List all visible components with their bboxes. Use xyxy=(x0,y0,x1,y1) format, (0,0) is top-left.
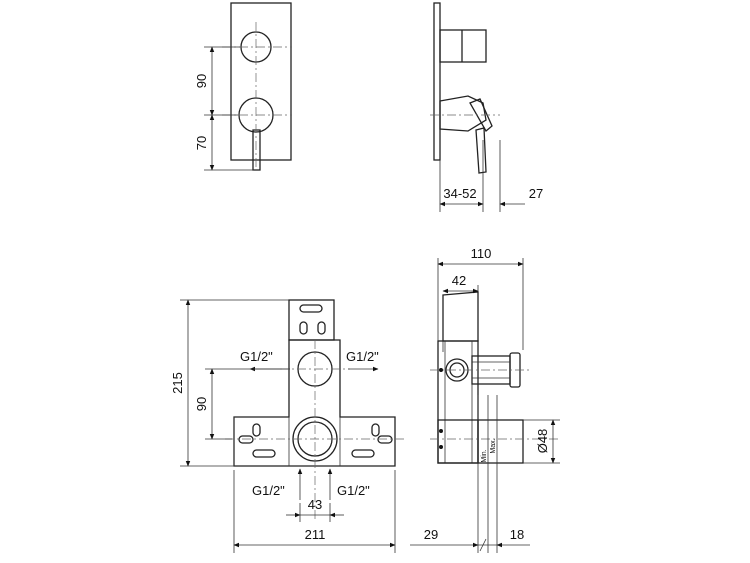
dim-depth-range: 34-52 xyxy=(443,186,476,201)
dim-min-offset: 29 xyxy=(424,527,438,542)
lever-handle xyxy=(252,129,261,171)
plate-profile xyxy=(433,2,441,161)
box-front-view: G1/2" G1/2" G1/2" G1/2" 215 90 43 211 xyxy=(170,299,405,553)
valve-body xyxy=(233,339,396,467)
front-view: 90 70 xyxy=(194,2,292,171)
max-marker: Max. xyxy=(490,438,497,453)
dim-box-height: 215 xyxy=(170,372,185,394)
dim-port-spacing: 43 xyxy=(308,497,322,512)
dim-box-axis: 90 xyxy=(194,397,209,411)
port-left-label: G1/2" xyxy=(240,349,273,364)
dim-lever-offset: 27 xyxy=(529,186,543,201)
dim-bracket-depth: 42 xyxy=(452,273,466,288)
dim-box-depth: 110 xyxy=(471,246,492,261)
port-right-label: G1/2" xyxy=(346,349,379,364)
cover-plate xyxy=(230,2,292,161)
box-side-view: Min. Max. 110 42 Ø48 29 18 xyxy=(410,246,560,553)
side-bracket xyxy=(442,291,479,342)
top-bracket xyxy=(288,299,335,341)
port-bottom-right-label: G1/2" xyxy=(337,483,370,498)
side-view: 34-52 27 xyxy=(430,2,543,212)
lever-knob-profile xyxy=(439,95,487,132)
port-bottom-left-label: G1/2" xyxy=(252,483,285,498)
lever-profile xyxy=(475,127,487,174)
dim-box-width: 211 xyxy=(305,527,326,542)
dim-cartridge-diameter: Ø48 xyxy=(535,429,550,454)
upper-knob-profile xyxy=(439,29,487,63)
dim-lever-length: 70 xyxy=(194,136,209,150)
dim-knob-spacing: 90 xyxy=(194,74,209,88)
dim-max-offset: 18 xyxy=(510,527,524,542)
min-marker: Min. xyxy=(481,449,488,462)
